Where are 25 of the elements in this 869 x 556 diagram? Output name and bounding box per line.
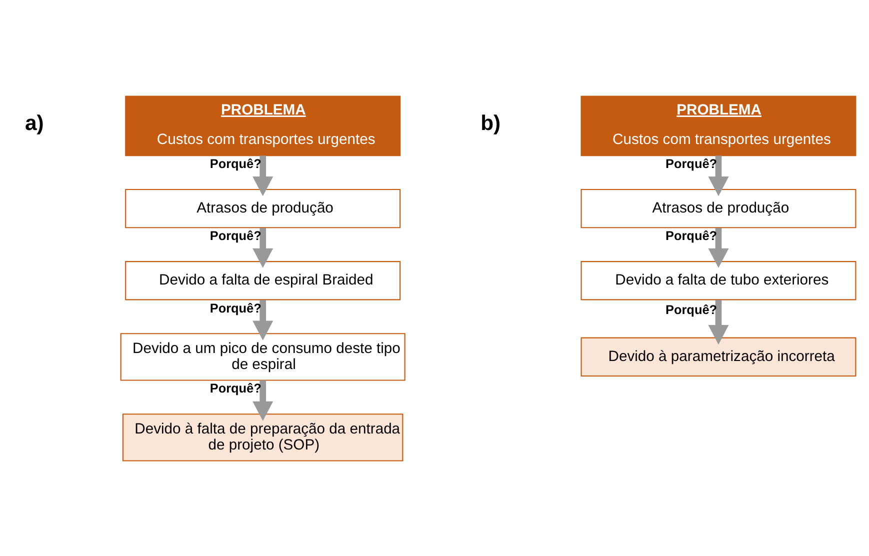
node-box: Devido a falta de tubo exteriores: [580, 260, 856, 300]
arrow: [708, 228, 729, 268]
edge-label: Porquê?: [210, 228, 262, 243]
node-box: Atrasos de produção: [580, 188, 856, 228]
node-box: Devido a falta de espiral Braided: [125, 260, 401, 300]
node-box: Devido à parametrização incorreta: [580, 336, 856, 376]
arrow: [708, 155, 729, 196]
node-box: Atrasos de produção: [125, 188, 401, 228]
edge-label: Porquê?: [666, 156, 718, 171]
arrow: [708, 300, 729, 344]
label: a): [24, 112, 44, 135]
edge-label: Porquê?: [210, 300, 262, 315]
edge-label: Porquê?: [666, 301, 718, 316]
edge-label: Porquê?: [210, 380, 262, 395]
node-box: Devido à falta de preparação da entrada de projeto (SOP): [122, 413, 404, 461]
arrow: [252, 380, 274, 420]
label: b): [480, 112, 501, 135]
arrow: [252, 300, 274, 340]
arrow: [252, 228, 274, 268]
edge-label: Porquê?: [210, 156, 262, 171]
arrow: [252, 155, 274, 196]
node-box: Devido a um pico de consumo deste tipo de espiral: [120, 332, 406, 380]
node-box: PROBLEMA Custos com transportes urgentes: [580, 95, 856, 156]
edge-label: Porquê?: [666, 228, 718, 243]
node-box: PROBLEMA Custos com transportes urgentes: [125, 95, 401, 156]
